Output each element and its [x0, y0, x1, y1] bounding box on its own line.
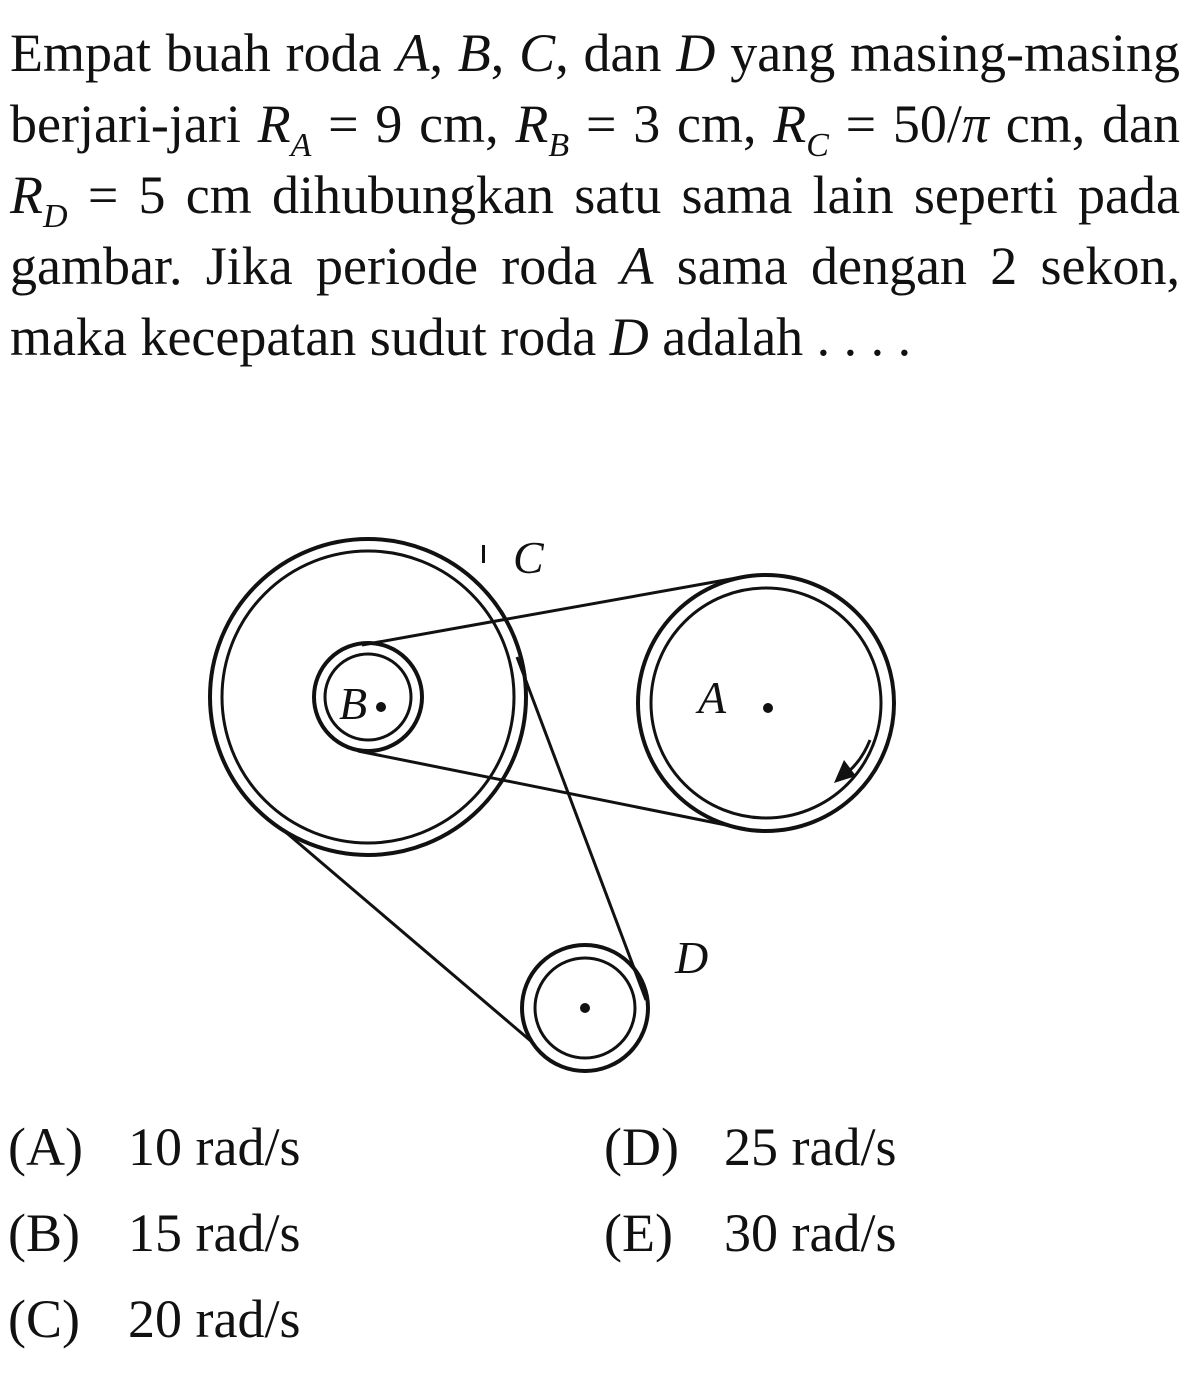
- option-text: 30 rad/s: [724, 1203, 897, 1263]
- axle-d: [580, 1003, 590, 1013]
- wheel-c-outer: [208, 537, 528, 857]
- option-text: 15 rad/s: [128, 1203, 301, 1263]
- option-text: 25 rad/s: [724, 1117, 897, 1177]
- option-e[interactable]: (E) 30 rad/s: [604, 1198, 896, 1268]
- option-letter: (D): [604, 1117, 679, 1177]
- belt-b-a-top: [361, 575, 743, 647]
- option-d[interactable]: (D) 25 rad/s: [604, 1112, 896, 1182]
- label-a: A: [695, 672, 727, 723]
- option-a[interactable]: (A) 10 rad/s: [8, 1112, 300, 1182]
- option-letter: (B): [8, 1203, 80, 1263]
- label-b: B: [339, 678, 367, 729]
- option-b[interactable]: (B) 15 rad/s: [8, 1198, 300, 1268]
- arrow-head-icon: [834, 760, 856, 783]
- label-d: D: [674, 932, 708, 983]
- option-text: 20 rad/s: [128, 1289, 301, 1349]
- option-c[interactable]: (C) 20 rad/s: [8, 1284, 300, 1354]
- wheel-d-inner: [533, 956, 637, 1060]
- belt-b-a-bottom: [357, 749, 747, 831]
- wheel-b-inner: [323, 652, 413, 742]
- label-c: C: [513, 532, 545, 583]
- wheel-a-inner: [649, 586, 883, 820]
- wheel-a-outer: [636, 573, 896, 833]
- belt-c-d-right: [515, 656, 648, 1001]
- option-text: 10 rad/s: [128, 1117, 301, 1177]
- option-letter: (C): [8, 1289, 80, 1349]
- wheels-diagram: C B A D: [208, 532, 896, 1073]
- option-letter: (E): [604, 1203, 673, 1263]
- option-letter: (A): [8, 1117, 83, 1177]
- axle-b: [376, 702, 386, 712]
- belt-c-d-left: [281, 827, 533, 1044]
- wheel-b-outer: [312, 641, 424, 753]
- wheel-c-inner: [220, 549, 516, 845]
- question-text: Empat buah roda A, B, C, dan D yang masi…: [10, 23, 1181, 367]
- wheel-d-outer: [520, 943, 650, 1073]
- tick-mark: [482, 545, 485, 563]
- axle-a: [763, 703, 773, 713]
